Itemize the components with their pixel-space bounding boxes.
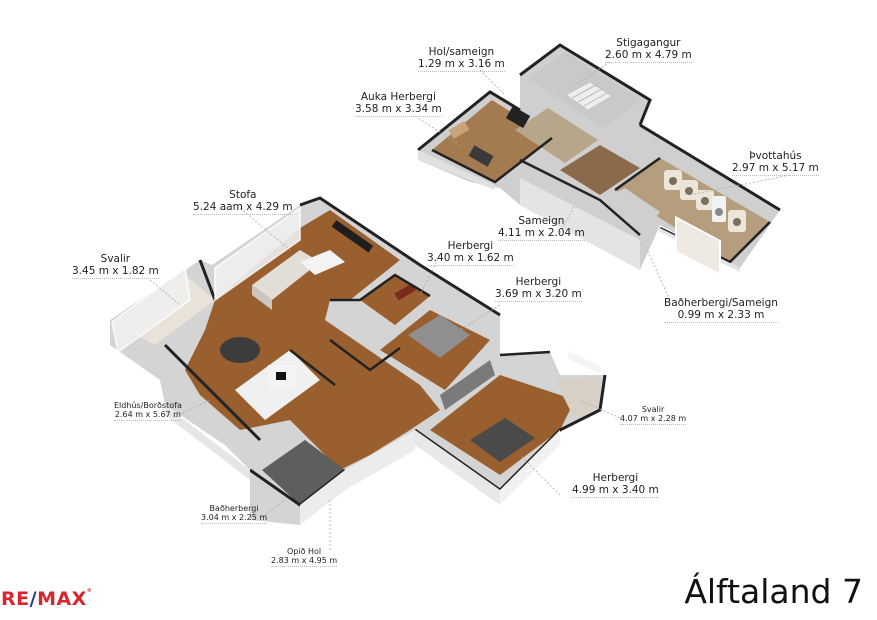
upper-unit [417, 43, 781, 374]
main-apartment [110, 196, 607, 525]
room-dimensions: 2.64 m x 5.67 m [114, 410, 182, 422]
room-dimensions: 3.58 m x 3.34 m [355, 103, 442, 118]
room-dimensions: 4.99 m x 3.40 m [572, 484, 659, 499]
room-label-herbergi-3: Herbergi 4.99 m x 3.40 m [572, 472, 659, 499]
sofa-icon [252, 250, 345, 310]
room-name: Eldhús/Borðstofa [114, 401, 182, 410]
room-name: Herbergi [592, 472, 639, 484]
room-dimensions: 2.60 m x 4.79 m [605, 49, 692, 64]
stairs-icon [565, 81, 613, 374]
room-dimensions: 1.29 m x 3.16 m [418, 58, 505, 73]
room-dimensions: 2.83 m x 4.95 m [271, 556, 338, 568]
room-label-stigagangur: Stigagangur 2.60 m x 4.79 m [605, 37, 692, 64]
room-name: Hol/sameign [428, 46, 495, 58]
room-dimensions: 3.40 m x 1.62 m [427, 252, 514, 267]
room-name: Sameign [518, 215, 565, 227]
bed-icon [408, 315, 470, 358]
room-label-thvottahus: Þvottahús 2.97 m x 5.17 m [732, 150, 819, 177]
room-label-svalir-2: Svalir 4.07 m x 2.28 m [620, 405, 687, 426]
room-dimensions: 3.45 m x 1.82 m [72, 265, 159, 280]
bed-icon [470, 418, 535, 462]
room-label-sameign: Sameign 4.11 m x 2.04 m [498, 215, 585, 242]
room-label-svalir-1: Svalir 3.45 m x 1.82 m [72, 253, 159, 280]
room-name: Auka Herbergi [360, 91, 436, 103]
room-name: Stofa [229, 189, 257, 201]
svalir-2-floor [555, 377, 600, 420]
thvottahus-floor [615, 158, 770, 262]
room-label-badherbergi: Baðherbergi 3.04 m x 2.25 m [201, 504, 268, 525]
bad-sameign-floor [600, 188, 660, 235]
room-name: Opið Hol [286, 547, 322, 556]
remax-logo: RE/MAX® [1, 588, 93, 610]
room-label-herbergi-2: Herbergi 3.69 m x 3.20 m [495, 276, 582, 303]
room-dimensions: 2.97 m x 5.17 m [732, 162, 819, 177]
property-title: Álftaland 7 [684, 572, 863, 611]
room-label-stofa: Stofa 5.24 aam x 4.29 m [193, 189, 293, 216]
room-label-auka-herbergi: Auka Herbergi 3.58 m x 3.34 m [355, 91, 442, 118]
leader-lines [149, 61, 791, 550]
room-dimensions: 3.04 m x 2.25 m [201, 513, 268, 525]
room-name: Herbergi [515, 276, 562, 288]
room-dimensions: 3.69 m x 3.20 m [495, 288, 582, 303]
window-frames [111, 206, 301, 354]
badherbergi-floor [262, 440, 345, 505]
room-name: Svalir [100, 253, 131, 265]
room-dimensions: 0.99 m x 2.33 m [664, 309, 778, 324]
room-name: Baðherbergi [209, 504, 259, 513]
room-label-opid-hol: Opið Hol 2.83 m x 4.95 m [271, 547, 338, 568]
room-dimensions: 4.07 m x 2.28 m [620, 414, 687, 426]
room-name: Baðherbergi/Sameign [664, 297, 778, 309]
washing-machines-icon [664, 170, 746, 232]
room-name: Herbergi [447, 240, 494, 252]
room-label-herbergi-1: Herbergi 3.40 m x 1.62 m [427, 240, 514, 267]
room-name: Þvottahús [749, 150, 802, 162]
room-label-eldhus: Eldhús/Borðstofa 2.64 m x 5.67 m [114, 401, 182, 422]
room-label-badherbergi-sameign: Baðherbergi/Sameign 0.99 m x 2.33 m [664, 297, 778, 324]
hol-floor [515, 108, 598, 163]
room-dimensions: 5.24 aam x 4.29 m [193, 201, 293, 216]
room-name: Stigagangur [616, 37, 681, 49]
dining-table-icon [220, 337, 260, 363]
room-name: Svalir [641, 405, 665, 414]
room-label-hol-sameign: Hol/sameign 1.29 m x 3.16 m [418, 46, 505, 73]
sameign-floor [560, 145, 640, 195]
room-dimensions: 4.11 m x 2.04 m [498, 227, 585, 242]
